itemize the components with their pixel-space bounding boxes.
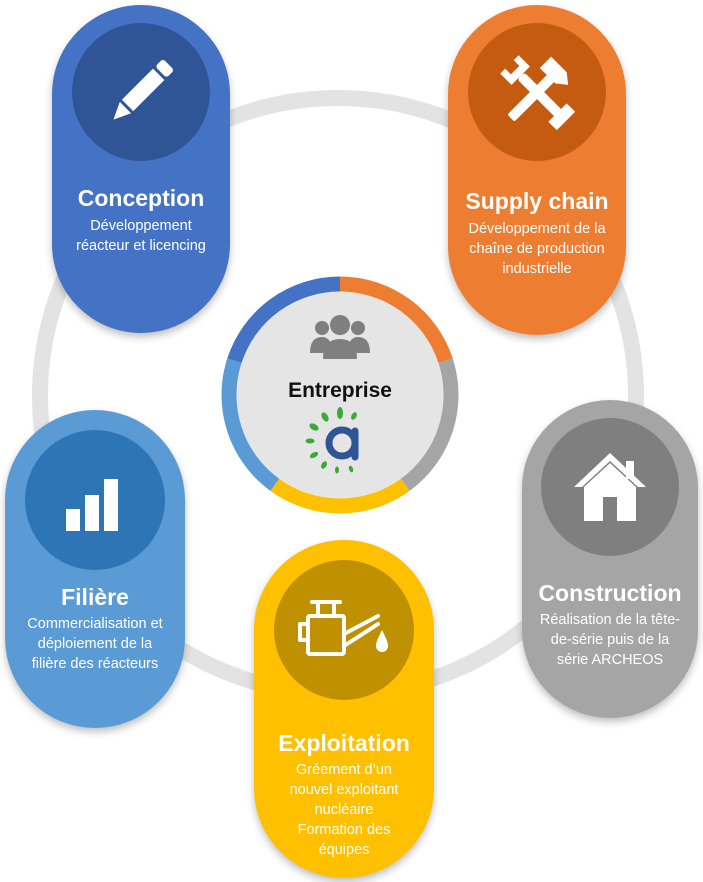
filiere-line: déploiement de la — [37, 636, 153, 652]
conception-card: Conception Développement réacteur et lic… — [52, 5, 230, 333]
construction-icon-disc — [541, 418, 679, 556]
construction-card: Construction Réalisation de la tête- de-… — [522, 400, 698, 718]
supply-chain-line: Développement de la — [468, 221, 606, 237]
hub-segment — [270, 478, 410, 514]
exploitation-line: équipes — [318, 842, 370, 858]
exploitation-card: Exploitation Gréement d’un nouvel exploi… — [254, 540, 434, 878]
enterprise-hub — [221, 276, 459, 514]
hub-segment — [339, 276, 453, 364]
exploitation-title: Exploitation — [278, 730, 410, 756]
construction-title: Construction — [538, 580, 682, 606]
supply-chain-line: industrielle — [502, 261, 572, 277]
pencil-icon — [113, 60, 173, 120]
supply-chain-title: Supply chain — [465, 188, 609, 214]
hub-segment — [400, 358, 459, 491]
oil-can-icon — [298, 600, 388, 656]
construction-line: de-série puis de la — [550, 632, 670, 648]
filiere-icon-disc — [25, 430, 165, 570]
supply-chain-line: chaîne de production — [469, 241, 605, 257]
supply-chain-description: Développement de la chaîne de production… — [452, 219, 622, 279]
construction-line: série ARCHEOS — [556, 652, 664, 668]
tools-icon — [500, 55, 576, 131]
supply-chain-icon-disc — [468, 23, 606, 161]
hub-inner-disc — [237, 292, 443, 498]
filiere-line: filière des réacteurs — [31, 656, 159, 672]
hub-segment — [227, 276, 341, 364]
exploitation-icon-disc — [274, 560, 414, 700]
conception-line: réacteur et licencing — [76, 238, 206, 254]
hub-segment-ring — [221, 276, 459, 514]
exploitation-line: nucléaire — [314, 802, 374, 818]
exploitation-description: Gréement d’un nouvel exploitant nucléair… — [258, 760, 430, 860]
people-icon — [310, 315, 370, 359]
filiere-title: Filière — [61, 584, 129, 610]
filiere-description: Commercialisation et déploiement de la f… — [9, 614, 181, 674]
filiere-line: Commercialisation et — [27, 616, 163, 632]
conception-title: Conception — [77, 185, 205, 211]
house-icon — [574, 453, 646, 521]
exploitation-line: Gréement d’un — [296, 762, 392, 778]
construction-line: Réalisation de la tête- — [539, 612, 681, 628]
filiere-card: Filière Commercialisation et déploiement… — [5, 410, 185, 728]
exploitation-line: nouvel exploitant — [289, 782, 399, 798]
conception-line: Développement — [90, 218, 192, 234]
conception-description: Développement réacteur et licencing — [56, 216, 226, 256]
construction-description: Réalisation de la tête- de-série puis de… — [526, 610, 694, 670]
conception-icon-disc — [72, 23, 210, 161]
bar-chart-icon — [66, 479, 118, 531]
enterprise-title: Entreprise — [288, 379, 392, 402]
exploitation-line: Formation des — [297, 822, 391, 838]
hub-segment — [221, 358, 280, 491]
archeos-a-logo — [305, 407, 359, 474]
supply-chain-card: Supply chain Développement de la chaîne … — [448, 5, 626, 335]
